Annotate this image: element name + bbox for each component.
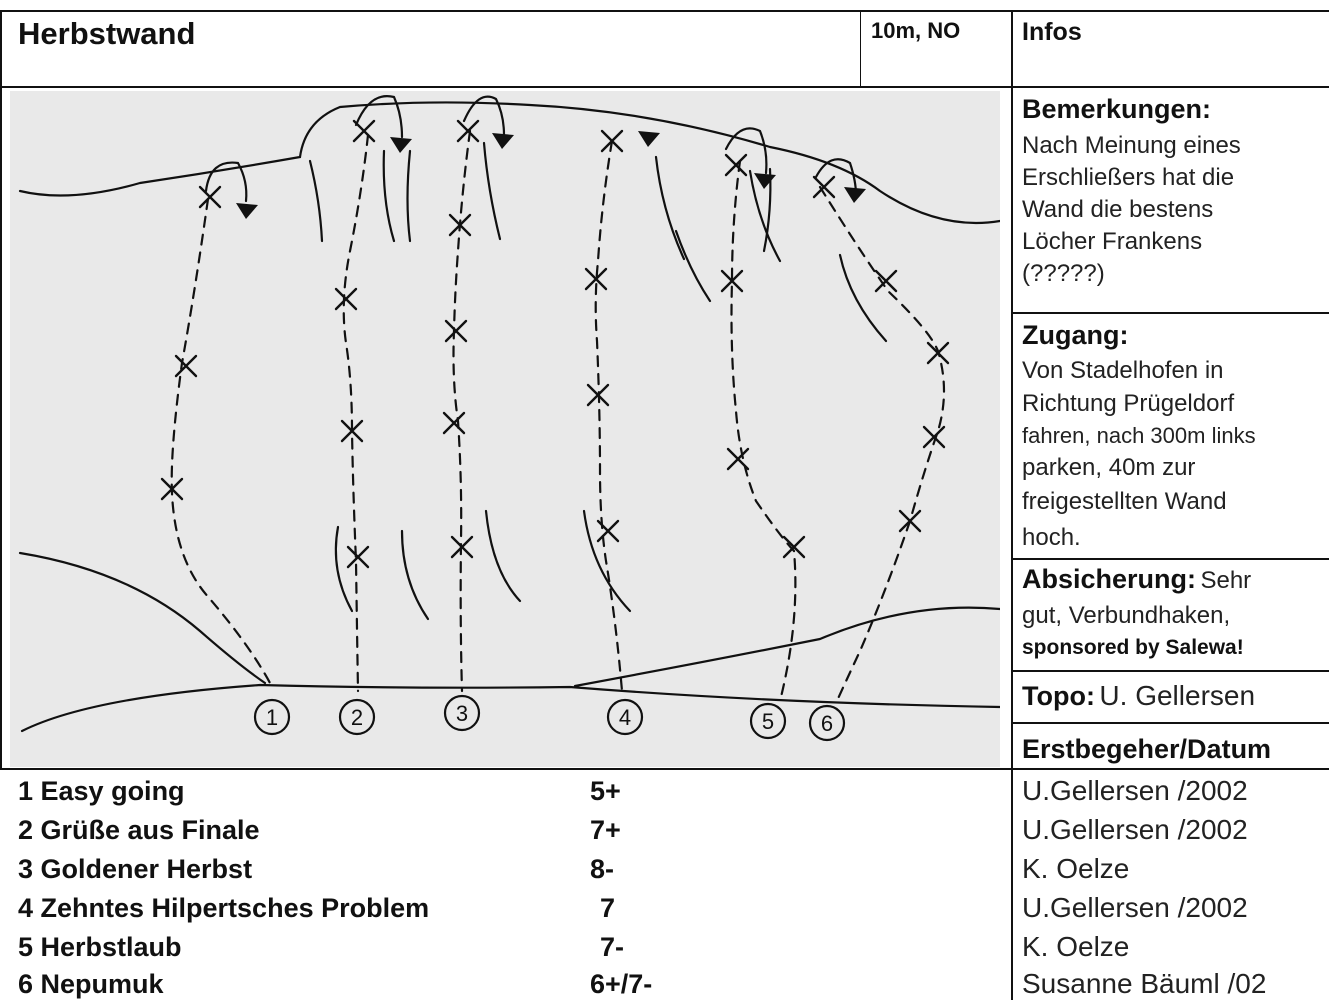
route-first-ascent: K. Oelze	[1022, 931, 1129, 963]
topo-drawing: 1 2 3 4 5 6	[10, 91, 1000, 767]
route-grade: 7+	[590, 815, 621, 846]
erstbegeher-heading: Erstbegeher/Datum	[1022, 734, 1271, 765]
page-title: Herbstwand	[18, 16, 195, 52]
sidebar-sep-4	[1012, 722, 1329, 724]
zugang-line-3: fahren, nach 300m links	[1022, 420, 1256, 453]
topo-svg: 1 2 3 4 5 6	[10, 91, 1000, 767]
sidebar-sep-1	[1012, 312, 1329, 314]
topo-heading: Topo:	[1022, 681, 1095, 711]
route-name: 1 Easy going	[18, 776, 185, 807]
route-grade: 6+/7-	[590, 969, 652, 1000]
absicherung-value: Sehr	[1200, 567, 1251, 594]
top-border	[0, 10, 1329, 12]
route-grade: 7	[600, 893, 615, 924]
topo-credit: Topo: U. Gellersen	[1022, 680, 1255, 712]
bemerkungen-line-5: (?????)	[1022, 258, 1105, 291]
zugang-line-4: parken, 40m zur	[1022, 452, 1195, 485]
bemerkungen-line-3: Wand die bestens	[1022, 194, 1213, 227]
route-first-ascent: U.Gellersen /2002	[1022, 892, 1248, 924]
route-grade: 8-	[590, 854, 614, 885]
sidebar-divider	[1011, 10, 1013, 1000]
wall-meta: 10m, NO	[871, 18, 960, 44]
infos-heading: Infos	[1022, 18, 1082, 47]
sidebar-sep-2	[1012, 558, 1329, 560]
absicherung-heading: Absicherung:	[1022, 564, 1196, 594]
route-grade: 5+	[590, 776, 621, 807]
absicherung-line-3: sponsored by Salewa!	[1022, 636, 1244, 660]
bemerkungen-heading: Bemerkungen:	[1022, 94, 1211, 125]
topo-label-4: 4	[619, 705, 631, 730]
absicherung-line-2: gut, Verbundhaken,	[1022, 600, 1230, 633]
route-name: 2 Grüße aus Finale	[18, 815, 260, 846]
route-name: 3 Goldener Herbst	[18, 854, 252, 885]
topo-label-1: 1	[266, 705, 278, 730]
route-name: 5 Herbstlaub	[18, 932, 182, 963]
meta-divider	[860, 10, 861, 88]
route-first-ascent: K. Oelze	[1022, 853, 1129, 885]
sidebar-sep-3	[1012, 670, 1329, 672]
route-first-ascent: Susanne Bäuml /02	[1022, 968, 1266, 1000]
route-grade: 7-	[600, 932, 624, 963]
bemerkungen-line-2: Erschließers hat die	[1022, 162, 1234, 195]
topo-label-5: 5	[762, 709, 774, 734]
route-name: 4 Zehntes Hilpertsches Problem	[18, 893, 429, 924]
bemerkungen-line-4: Löcher Frankens	[1022, 226, 1202, 259]
zugang-line-5: freigestellten Wand	[1022, 486, 1227, 519]
header-bottom-border	[0, 86, 1329, 88]
topo-author: U. Gellersen	[1099, 680, 1255, 711]
zugang-line-1: Von Stadelhofen in	[1022, 355, 1224, 388]
topo-bottom-border	[0, 768, 1012, 770]
topo-label-3: 3	[456, 701, 468, 726]
topo-label-6: 6	[821, 711, 833, 736]
bemerkungen-line-1: Nach Meinung eines	[1022, 130, 1241, 163]
left-border	[0, 10, 2, 770]
zugang-heading: Zugang:	[1022, 320, 1128, 351]
route-name: 6 Nepumuk	[18, 969, 164, 1000]
topo-label-2: 2	[351, 705, 363, 730]
zugang-line-2: Richtung Prügeldorf	[1022, 388, 1234, 421]
route-first-ascent: U.Gellersen /2002	[1022, 775, 1248, 807]
zugang-line-6: hoch.	[1022, 522, 1081, 555]
absicherung-line-1: Absicherung: Sehr	[1022, 564, 1251, 598]
sidebar-sep-5	[1012, 768, 1329, 770]
route-first-ascent: U.Gellersen /2002	[1022, 814, 1248, 846]
